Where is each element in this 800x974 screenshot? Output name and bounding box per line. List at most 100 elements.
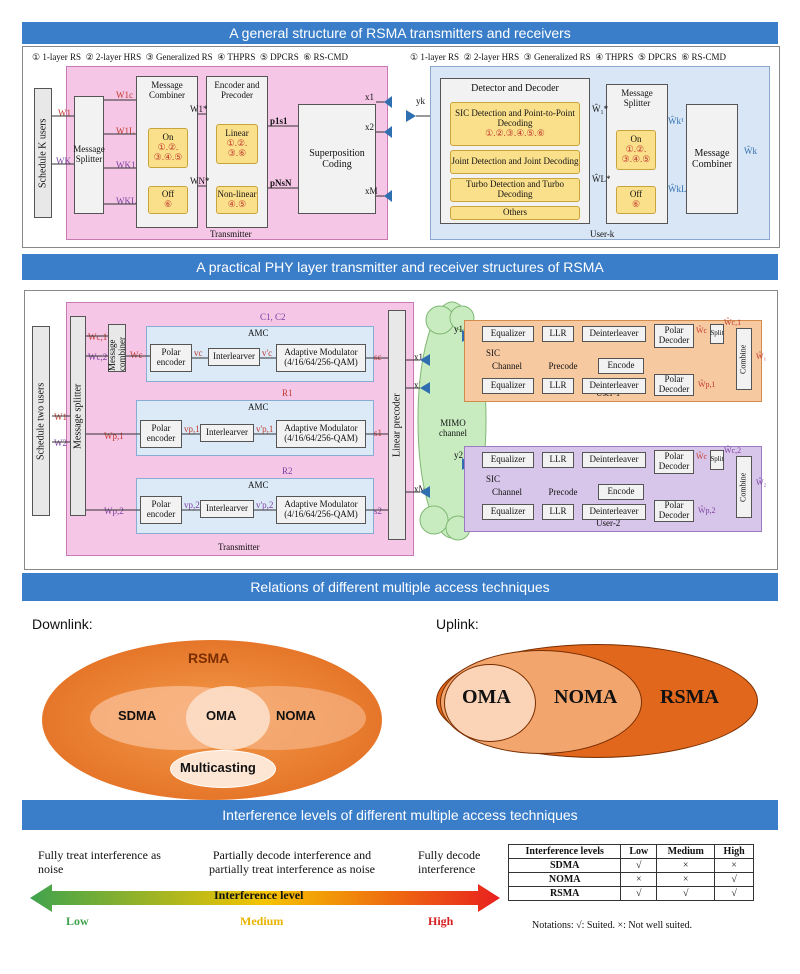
rx-yk: yk [416, 96, 425, 106]
uplink-label: Uplink: [436, 616, 479, 632]
tx-wnstar: WN* [190, 176, 210, 186]
u2-equalizer-1: Equalizer [482, 452, 534, 468]
u1-deint-1: Deinterleaver [582, 326, 646, 342]
u1-equalizer-1: Equalizer [482, 326, 534, 342]
vcp: v'c [262, 348, 273, 358]
vc: vc [194, 348, 203, 358]
tx-w1l: W1L [116, 126, 135, 136]
phy-wc1: Wc,1 [88, 332, 108, 342]
y1: y1 [454, 324, 463, 334]
tx-w1: W1 [58, 108, 71, 118]
tx-pnsn: pNsN [270, 178, 292, 188]
u1-polar-dec-1: Polar Decoder [654, 324, 694, 348]
u2-equalizer-2: Equalizer [482, 504, 534, 520]
table-row: NOMA × × √ [507, 872, 754, 887]
rx-w1star: Ŵ₁* [592, 104, 609, 114]
arrow-label: Interference level [214, 888, 304, 902]
downlink-label: Downlink: [32, 616, 93, 632]
multicasting-ellipse [170, 750, 276, 788]
u1-wc1-hat: Ŵc,1 [724, 318, 742, 327]
polar-encoder-p1: Polar encoder [140, 420, 182, 448]
mimo-channel: MIMO channel [439, 418, 467, 438]
u2-precode: Precode [548, 487, 578, 498]
section3-title: Relations of different multiple access t… [250, 579, 550, 595]
modulator-p2: Adaptive Modulator (4/16/64/256-QAM) [276, 496, 366, 524]
u1-channel: Channel [492, 361, 522, 372]
u1-polar-dec-2: Polar Decoder [654, 374, 694, 396]
rx-sic: SIC Detection and Point-to-Point Decodin… [450, 102, 580, 146]
u1-split: Split [710, 324, 724, 344]
u2-deint-2: Deinterleaver [582, 504, 646, 520]
u2-llr-1: LLR [542, 452, 574, 468]
section2-title: A practical PHY layer transmitter and re… [196, 259, 604, 275]
phy-w1: W1 [54, 412, 67, 422]
uplink-noma: NOMA [554, 686, 618, 708]
section3-title-band: Relations of different multiple access t… [22, 573, 778, 601]
vp1p: v'p,1 [256, 424, 274, 434]
u2-combine: Combine [736, 456, 752, 518]
u2-split: Split [710, 450, 724, 470]
u1-sic: SIC [486, 348, 501, 358]
tx-w1c: W1c [116, 90, 133, 100]
u1-llr-2: LLR [542, 378, 574, 394]
uplink-oma: OMA [462, 686, 511, 708]
vp2: vp,2 [184, 500, 200, 510]
u2-sic: SIC [486, 474, 501, 484]
right-description: Fully decode interference [418, 848, 481, 877]
user2-label: User-2 [596, 518, 621, 528]
phy-wc2: Wc,2 [88, 352, 108, 362]
table-notations: Notations: √: Suited. ×: Not well suited… [532, 920, 693, 931]
rx-label: User-k [590, 229, 615, 239]
phy-wc: Wc [130, 350, 143, 360]
tx-wk1: WK1 [116, 160, 136, 170]
table-row: RSMA √ √ √ [507, 886, 754, 901]
phy-tx-label: Transmitter [218, 542, 260, 552]
left-description: Fully treat interference as noise [38, 848, 161, 877]
phy-w2: W2 [54, 438, 67, 448]
interleaver-p2: Interlearver [200, 500, 254, 518]
rx-message-combiner: Message Combiner [686, 104, 738, 214]
amc-label-common: AMC [248, 328, 269, 338]
u1-wp1-hat: Ŵp,1 [698, 380, 716, 389]
middle-description: Partially decode interference and partia… [209, 848, 375, 877]
u2-w2-hat: Ŵ₂ [756, 478, 767, 487]
downlink-oma: OMA [206, 708, 237, 723]
u2-polar-dec-1: Polar Decoder [654, 450, 694, 474]
th-low: Low [620, 844, 658, 859]
amc-label-p2: AMC [248, 480, 269, 490]
phy-wp2: Wp,2 [104, 506, 124, 516]
section2-title-band: A practical PHY layer transmitter and re… [22, 254, 778, 280]
u2-polar-dec-2: Polar Decoder [654, 500, 694, 522]
tx-label: Transmitter [210, 229, 252, 239]
tx-wkl: WKL [116, 196, 137, 206]
u2-channel: Channel [492, 487, 522, 498]
downlink-noma: NOMA [276, 708, 316, 723]
tx-message-splitter: Message Splitter [73, 96, 105, 214]
u2-llr-2: LLR [542, 504, 574, 520]
table-row: SDMA √ × × [507, 858, 754, 873]
th-high: High [714, 844, 754, 859]
s2: s2 [374, 506, 383, 516]
rx-wlstar: ŴL* [592, 174, 611, 184]
section4-title: Interference levels of different multipl… [222, 807, 578, 823]
downlink-multicasting: Multicasting [180, 760, 256, 775]
u1-wc-hat: Ŵc [696, 326, 708, 335]
sc: sc [374, 352, 382, 362]
section4-title-band: Interference levels of different multipl… [22, 800, 778, 830]
phy-x2: x2 [414, 380, 423, 390]
modulator-p1: Adaptive Modulator (4/16/64/256-QAM) [276, 420, 366, 448]
interference-arrow [30, 884, 500, 912]
r2: R2 [282, 466, 293, 476]
th-medium: Medium [656, 844, 716, 859]
u2-deint-1: Deinterleaver [582, 452, 646, 468]
c1c2: C1, C2 [260, 312, 286, 322]
downlink-sdma: SDMA [118, 708, 157, 723]
rx-wk1: Ŵk¹ [668, 116, 684, 126]
u1-combine: Combine [736, 328, 752, 390]
u2-encode: Encode [598, 484, 644, 500]
